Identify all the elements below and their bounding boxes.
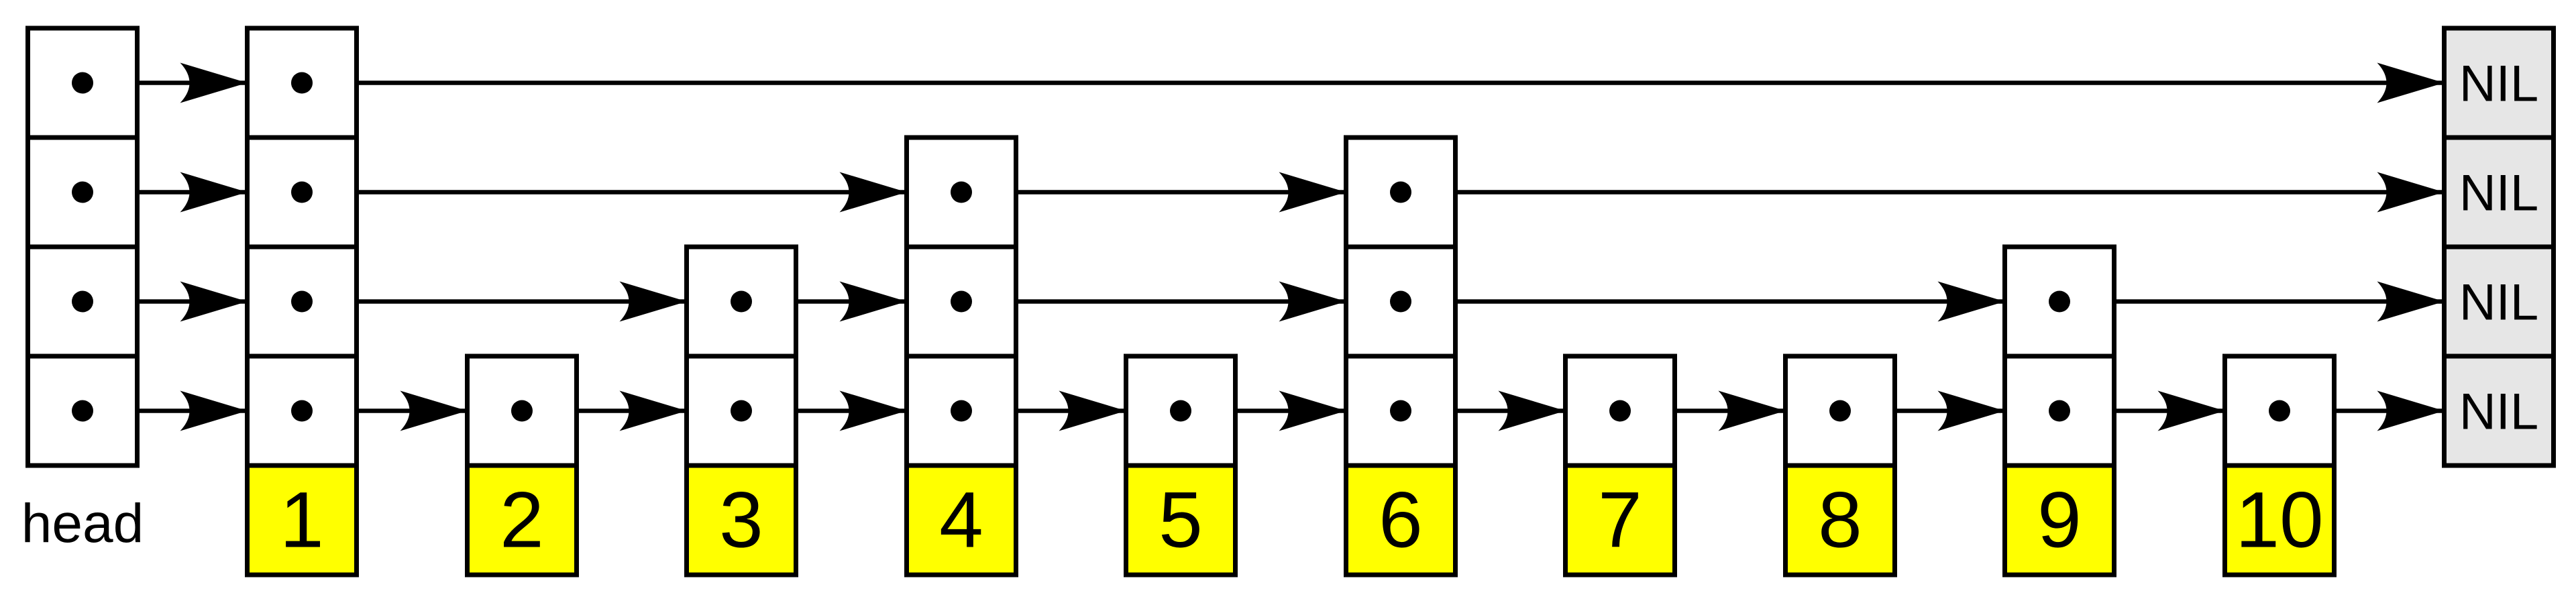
node-pointer-dot bbox=[951, 181, 972, 203]
node-key-cell bbox=[245, 463, 359, 578]
nil-cell bbox=[2442, 353, 2556, 468]
nil-cell bbox=[2442, 25, 2556, 140]
node-key-label: 2 bbox=[500, 476, 544, 565]
node-key-label: 10 bbox=[2235, 476, 2323, 565]
node-key-label: 6 bbox=[1379, 476, 1423, 565]
node-key-cell bbox=[1783, 463, 1897, 578]
node-pointer-dot bbox=[291, 290, 313, 313]
head-pointer-dot bbox=[72, 72, 93, 94]
head-pointer-dot bbox=[72, 181, 93, 203]
node-pointer-dot bbox=[951, 290, 972, 313]
head-pointer-dot bbox=[72, 400, 93, 422]
node-pointer-dot bbox=[2049, 400, 2070, 422]
node-key-cell bbox=[1563, 463, 1677, 578]
node-pointer-dot bbox=[511, 400, 533, 422]
node-key-label: 3 bbox=[719, 476, 763, 565]
nil-label: NIL bbox=[2459, 56, 2538, 113]
node-pointer-dot bbox=[951, 400, 972, 422]
node-pointer-dot bbox=[731, 290, 752, 313]
node-key-cell bbox=[465, 463, 579, 578]
node-key-label: 9 bbox=[2037, 476, 2082, 565]
head-pointer-dot bbox=[72, 290, 93, 313]
nil-label: NIL bbox=[2459, 274, 2538, 331]
node-pointer-dot bbox=[291, 72, 313, 94]
node-key-label: 8 bbox=[1818, 476, 1862, 565]
node-pointer-dot bbox=[1170, 400, 1191, 422]
node-pointer-cell bbox=[2002, 244, 2116, 359]
node-key-cell bbox=[2002, 463, 2116, 578]
node-key-cell bbox=[1124, 463, 1238, 578]
node-pointer-dot bbox=[1609, 400, 1631, 422]
node-key-label: 4 bbox=[939, 476, 983, 565]
node-pointer-dot bbox=[731, 400, 752, 422]
node-key-cell bbox=[904, 463, 1018, 578]
node-pointer-dot bbox=[1390, 181, 1411, 203]
node-key-cell bbox=[684, 463, 798, 578]
node-key-cell bbox=[1344, 463, 1458, 578]
node-key-cell bbox=[2222, 463, 2337, 578]
node-pointer-dot bbox=[2269, 400, 2290, 422]
head-label: head bbox=[21, 493, 144, 554]
node-key-label: 7 bbox=[1598, 476, 1642, 565]
node-pointer-dot bbox=[291, 181, 313, 203]
node-key-label: 5 bbox=[1159, 476, 1203, 565]
nil-label: NIL bbox=[2459, 165, 2538, 222]
node-pointer-dot bbox=[291, 400, 313, 422]
node-pointer-dot bbox=[1829, 400, 1851, 422]
node-pointer-cell bbox=[904, 135, 1018, 250]
node-key-label: 1 bbox=[280, 476, 324, 565]
node-pointer-dot bbox=[1390, 400, 1411, 422]
node-pointer-dot bbox=[1390, 290, 1411, 313]
nil-label: NIL bbox=[2459, 384, 2538, 441]
node-pointer-dot bbox=[2049, 290, 2070, 313]
nil-cell bbox=[2442, 135, 2556, 250]
